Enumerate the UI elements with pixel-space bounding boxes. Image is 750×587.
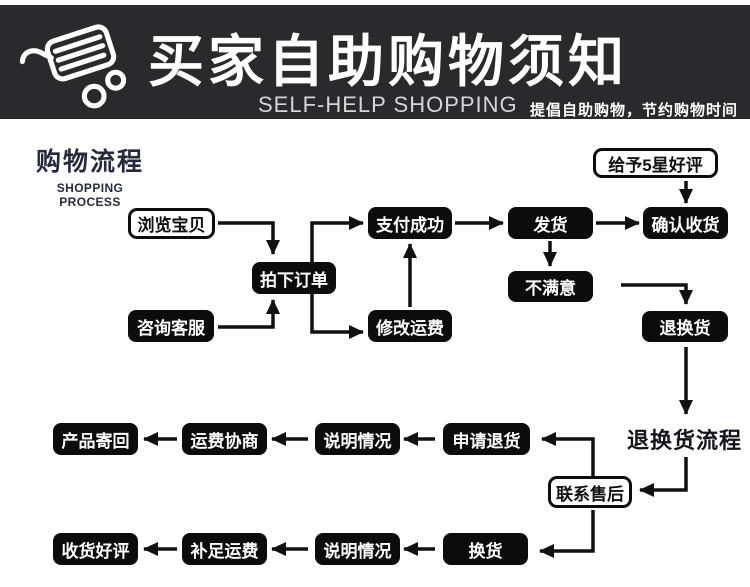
flow-node-consult-service: 咨询客服: [128, 310, 214, 342]
flow-node-explain-situation-exchange: 说明情况: [315, 533, 400, 565]
flow-node-apply-return: 申请退货: [443, 423, 530, 455]
flow-node-exchange-goods: 换货: [443, 533, 528, 565]
arrow-after-sales-to-exchange: [539, 510, 595, 558]
banner-tagline: 提倡自助购物，节约购物时间: [529, 102, 738, 119]
flow-node-place-order: 拍下订单: [252, 262, 336, 294]
banner-subtitle-en: SELF-HELP SHOPPING: [258, 92, 518, 117]
arrow-consult-to-order: [218, 299, 280, 329]
flow-node-confirm-receipt: 确认收货: [643, 207, 728, 239]
flow-node-make-up-shipping-fee: 补足运费: [182, 533, 267, 565]
shopping-process-title-en: SHOPPING PROCESS: [56, 181, 124, 209]
arrow-order-to-payment: [310, 216, 364, 262]
section-title-return-process: 退换货流程: [627, 428, 743, 453]
flow-node-modify-shipping-fee: 修改运费: [368, 310, 452, 342]
arrow-order-to-modify-fee: [310, 294, 364, 339]
flow-node-shipping-fee-negotiation: 运费协商: [182, 423, 267, 455]
flow-node-payment-success: 支付成功: [368, 207, 452, 239]
banner-title: 买家自助购物须知: [148, 30, 628, 93]
flow-node-five-star-review: 给予5星好评: [593, 148, 718, 178]
flow-node-ship-goods: 发货: [508, 207, 593, 239]
flow-node-return-exchange: 退换货: [642, 311, 728, 342]
flow-node-receive-goods-good-review: 收货好评: [53, 533, 138, 565]
arrow-browse-to-order: [218, 221, 280, 255]
flow-node-explain-situation-return: 说明情况: [315, 423, 400, 455]
shopping-cart-icon: [19, 24, 126, 109]
flow-node-unsatisfied: 不满意: [508, 271, 593, 302]
shopping-process-title-zh: 购物流程: [35, 148, 144, 176]
flow-node-browse-items: 浏览宝贝: [128, 208, 215, 239]
arrow-after-sales-to-apply-return: [541, 432, 595, 476]
section-title-shopping-process: 购物流程 SHOPPING PROCESS: [28, 142, 152, 209]
arrow-unsatisfied-to-return: [621, 283, 693, 305]
arrow-return-process-to-after-sales: [639, 457, 688, 497]
flow-node-contact-after-sales: 联系售后: [548, 476, 632, 508]
header-banner: 买家自助购物须知 SELF-HELP SHOPPING 提倡自助购物，节约购物时…: [0, 5, 750, 119]
flow-node-send-product-back: 产品寄回: [53, 423, 138, 455]
